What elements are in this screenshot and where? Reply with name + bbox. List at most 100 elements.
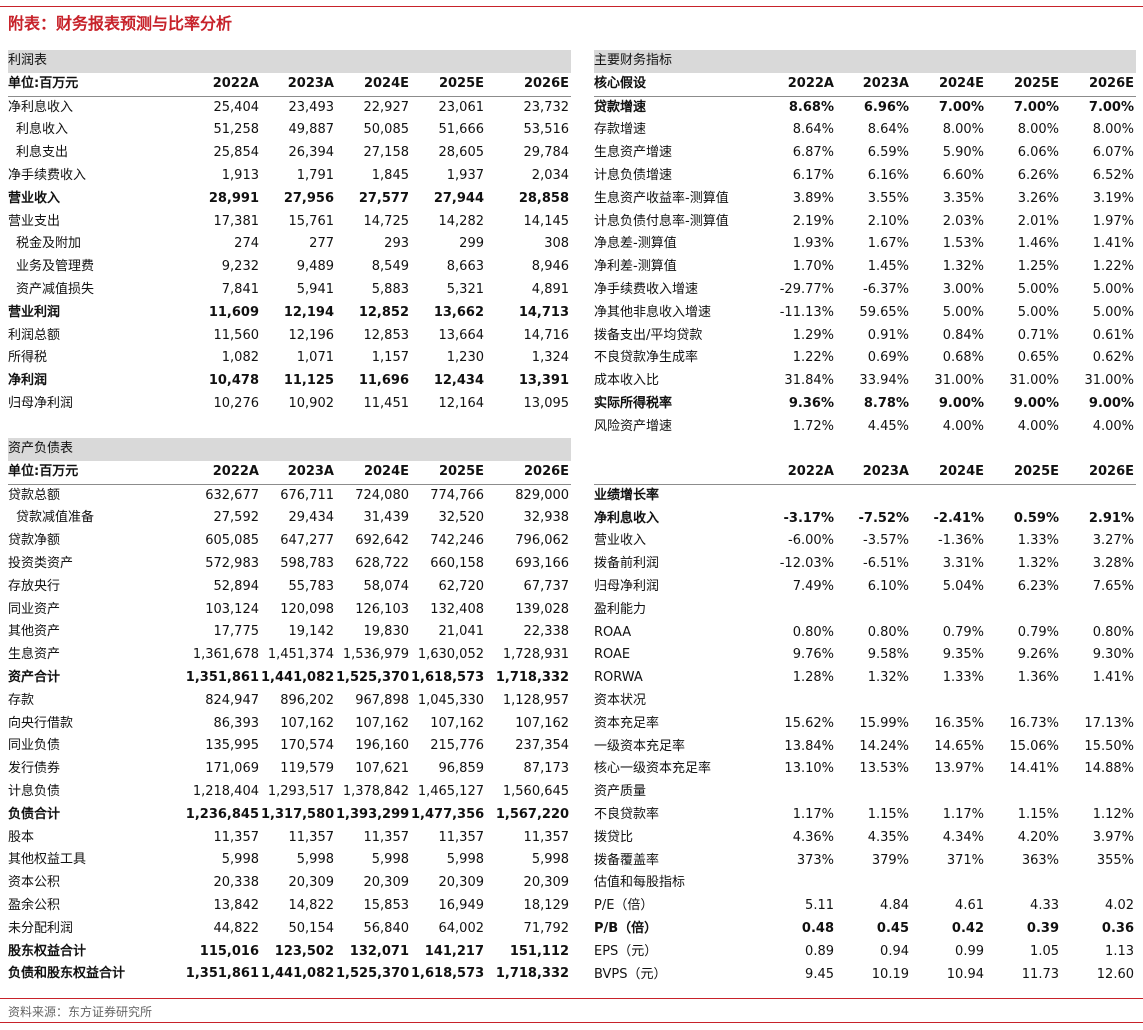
row-label: 营业收入 [8, 190, 61, 206]
cell-value: 8,663 [446, 259, 484, 275]
cell-value: 1,465,127 [417, 783, 484, 799]
cell-value: 5.11 [805, 898, 834, 914]
cell-value: 6.17% [792, 167, 834, 183]
cell-value: 1.53% [942, 236, 984, 252]
row-label: 拨贷比 [594, 829, 634, 845]
cell-value: 1,536,979 [342, 647, 409, 663]
cell-value: 67,737 [523, 578, 570, 594]
cell-value: 13.84% [784, 738, 834, 754]
cell-value: 14.24% [859, 738, 909, 754]
cell-value: 10,902 [288, 395, 335, 411]
cell-value: 824,947 [205, 692, 259, 708]
cell-value: 4.35% [867, 829, 909, 845]
cell-value: 1,218,404 [192, 783, 259, 799]
cell-value: 0.79% [1017, 624, 1059, 640]
row-label: 其他权益工具 [8, 852, 87, 868]
cell-value: 5,998 [446, 852, 484, 868]
cell-value: 4.84 [880, 898, 909, 914]
cell-value: 9,489 [296, 259, 334, 275]
cell-value: 51,666 [438, 122, 485, 138]
cell-value: 5.00% [942, 304, 984, 320]
cell-value: 26,394 [288, 145, 335, 161]
row-label: 净其他非息收入增速 [594, 304, 712, 320]
header-year: 2023A [836, 461, 911, 485]
cell-value: 132,408 [430, 601, 484, 617]
row-label: 资产合计 [8, 669, 61, 685]
cell-value: 0.62% [1092, 350, 1135, 366]
cell-value: 53,516 [523, 122, 570, 138]
cell-value: 1,128,957 [502, 692, 570, 708]
cell-value: 0.61% [1092, 327, 1135, 343]
cell-value [911, 872, 986, 895]
cell-value: -6.00% [788, 533, 834, 549]
cell-value: 3.26% [1017, 190, 1059, 206]
cell-value: 1.67% [867, 236, 909, 252]
cell-value: 3.97% [1092, 829, 1134, 845]
cell-value: 6.60% [942, 167, 984, 183]
cell-value [836, 872, 911, 895]
cell-value: 0.59% [1013, 510, 1059, 526]
cell-value: 59.65% [859, 304, 909, 320]
cell-value: 632,677 [205, 487, 259, 503]
cell-value: 1,378,842 [342, 783, 409, 799]
cell-value: 12,194 [283, 304, 334, 320]
cell-value: 5.90% [942, 145, 984, 161]
cell-value: 1,441,082 [261, 966, 335, 982]
cell-value: 1.15% [867, 806, 909, 822]
cell-value: 10.19 [871, 966, 909, 982]
row-label: 同业资产 [8, 601, 61, 617]
cell-value: 49,887 [288, 122, 335, 138]
cell-value [986, 781, 1061, 804]
cell-value: 15.06% [1009, 738, 1059, 754]
cell-value: 371% [946, 852, 984, 868]
cell-value: 11.73 [1021, 966, 1059, 982]
cell-value: 6.96% [863, 99, 909, 115]
cell-value: 5,321 [446, 281, 484, 297]
cell-value: 1,393,299 [336, 806, 410, 822]
cell-value: 1,324 [531, 350, 570, 366]
cell-value: 9.00% [938, 395, 984, 411]
cell-value: 1.32% [942, 259, 984, 275]
cell-value: 4.61 [955, 898, 984, 914]
cell-value: 103,124 [205, 601, 259, 617]
cell-value: 9.45 [805, 966, 834, 982]
cell-value: 7.00% [938, 99, 984, 115]
cell-value: 3.31% [942, 556, 984, 572]
cell-value: 20,309 [438, 875, 485, 891]
cell-value: 0.65% [1017, 350, 1059, 366]
cell-value: 1,937 [446, 167, 484, 183]
cell-value: 139,028 [515, 601, 570, 617]
row-label: P/E（倍） [594, 898, 654, 914]
header-year: 2024E [911, 461, 986, 485]
cell-value: 23,732 [523, 99, 570, 115]
cell-value: 10.94 [946, 966, 984, 982]
cell-value: 12,196 [288, 327, 335, 343]
cell-value: 1,071 [296, 350, 334, 366]
cell-value: 0.79% [942, 624, 984, 640]
cell-value: 967,898 [355, 692, 409, 708]
cell-value: 0.48 [801, 920, 834, 936]
table-row: 盈利能力 [594, 599, 1136, 622]
cell-value: 23,061 [438, 99, 485, 115]
cell-value: 11,357 [438, 829, 485, 845]
cell-value: 7.00% [1088, 99, 1135, 115]
cell-value: 829,000 [515, 487, 570, 503]
row-label: 净手续费收入增速 [594, 281, 699, 297]
cell-value: 9.00% [1088, 395, 1135, 411]
cell-value: 62,720 [438, 578, 485, 594]
cell-value: 13,662 [433, 304, 484, 320]
table-row: 资本状况 [594, 690, 1136, 713]
row-label: 实际所得税率 [594, 395, 673, 411]
row-label: RORWA [594, 670, 643, 686]
